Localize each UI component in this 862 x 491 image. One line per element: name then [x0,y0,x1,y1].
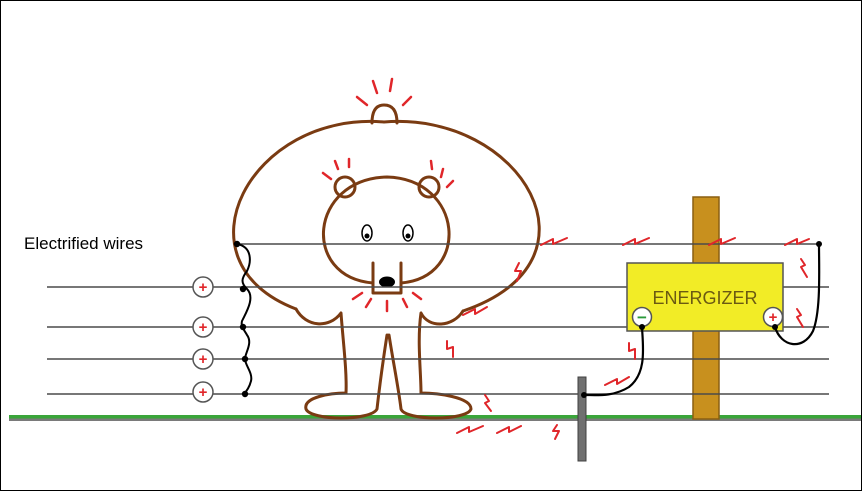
plus-symbol-wire-4: + [192,348,214,370]
spark-icon [462,306,488,316]
wire-bracket [236,243,253,396]
spark-icon [796,308,804,328]
svg-text:−: − [637,308,647,327]
svg-text:+: + [199,351,208,368]
wire-junction-dots [233,240,249,398]
wire-plus-symbols: + + + + [192,276,214,403]
bear-nose [379,276,395,288]
bear-eyes [361,224,414,242]
bear-right-arm [387,309,473,420]
spark-icon [800,258,808,278]
energizer-box: ENERGIZER − + [626,262,784,332]
electrified-wires-label: Electrified wires [24,234,143,253]
bear-left-ear [333,175,357,199]
spark-icon [456,425,484,434]
cable-dots [581,241,822,398]
spark-icon [784,238,810,246]
ground-cable [583,326,645,397]
bear-left-arm [294,307,389,420]
plus-symbol-wire-2: + [192,276,214,298]
plus-symbol-wire-5: + [192,381,214,403]
spark-icon [628,342,636,360]
svg-text:+: + [199,384,208,401]
ground-rod [577,376,587,462]
energizer-cables [583,243,821,397]
spark-icon [604,376,630,386]
spark-icon [540,237,568,246]
shock-rays [321,77,455,313]
bear-figure [232,103,541,420]
positive-terminal: + [762,306,784,328]
bear-snout [371,261,403,295]
spark-icon [552,424,560,440]
svg-text:+: + [199,319,208,336]
bear-right-ear [417,175,441,199]
spark-icon [622,237,650,246]
spark-icon [446,340,454,358]
svg-text:+: + [769,309,778,326]
svg-text:+: + [199,279,208,296]
spark-icon [708,237,736,246]
fence-cable [773,243,821,346]
spark-icon [484,394,492,412]
energizer-label: ENERGIZER [652,288,757,308]
spark-icons [446,237,810,440]
spark-icon [514,262,522,282]
bear-face [322,175,451,285]
plus-symbol-wire-3: + [192,316,214,338]
bear-top-ear [370,103,399,125]
spark-icon [496,425,522,434]
